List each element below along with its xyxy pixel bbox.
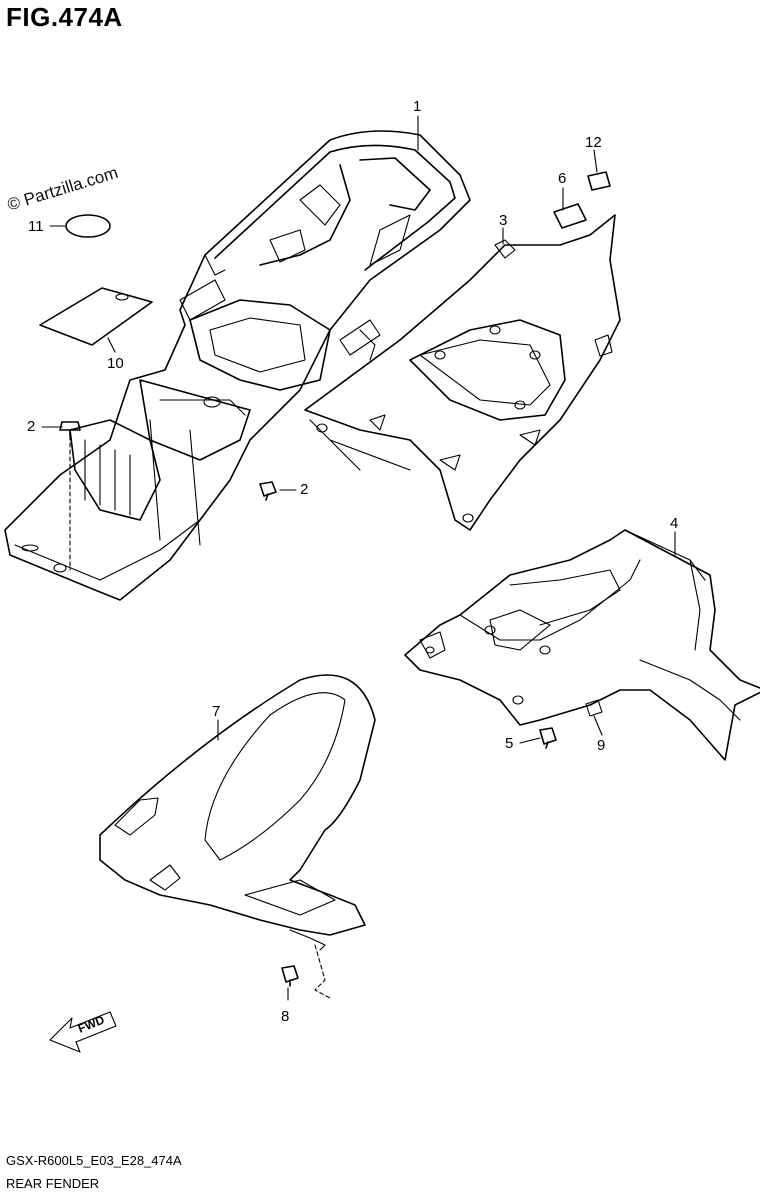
fwd-direction-arrow: FWD bbox=[49, 1011, 117, 1053]
callout-4: 4 bbox=[670, 515, 679, 532]
part-1-rear-undertray[interactable] bbox=[4, 130, 471, 601]
callout-8: 8 bbox=[281, 1008, 290, 1025]
callout-9: 9 bbox=[597, 737, 606, 754]
part-3-inner-fender[interactable] bbox=[304, 214, 621, 531]
fwd-label: FWD bbox=[76, 1012, 107, 1035]
callout-5: 5 bbox=[505, 735, 514, 752]
part-5-bolt[interactable] bbox=[539, 727, 557, 749]
callout-7: 7 bbox=[212, 703, 221, 720]
callout-10: 10 bbox=[107, 355, 124, 372]
figure-title: FIG.474A bbox=[6, 2, 123, 32]
part-6-pad[interactable] bbox=[553, 203, 587, 229]
callout-12: 12 bbox=[585, 134, 602, 151]
part-4-rear-fender[interactable] bbox=[404, 529, 760, 761]
diagram-name: REAR FENDER bbox=[6, 1176, 100, 1191]
part-8-bolt[interactable] bbox=[281, 965, 299, 987]
callout-2a: 2 bbox=[27, 418, 36, 435]
part-2-bolt-upper[interactable] bbox=[59, 421, 81, 571]
part-10-cover[interactable] bbox=[39, 287, 153, 346]
part-11-band[interactable] bbox=[65, 214, 111, 238]
callout-2b: 2 bbox=[300, 481, 309, 498]
leader-lines bbox=[41, 115, 676, 1001]
part-12-pad[interactable] bbox=[587, 171, 611, 191]
callout-3: 3 bbox=[499, 212, 508, 229]
part-2-bolt-lower[interactable] bbox=[259, 481, 277, 501]
callout-1: 1 bbox=[413, 98, 422, 115]
callout-11: 11 bbox=[28, 218, 44, 235]
part-7-front-fender[interactable] bbox=[99, 674, 376, 999]
part-9-clip[interactable] bbox=[585, 699, 603, 717]
diagram-code: GSX-R600L5_E03_E28_474A bbox=[6, 1153, 182, 1168]
callout-6: 6 bbox=[558, 170, 567, 187]
